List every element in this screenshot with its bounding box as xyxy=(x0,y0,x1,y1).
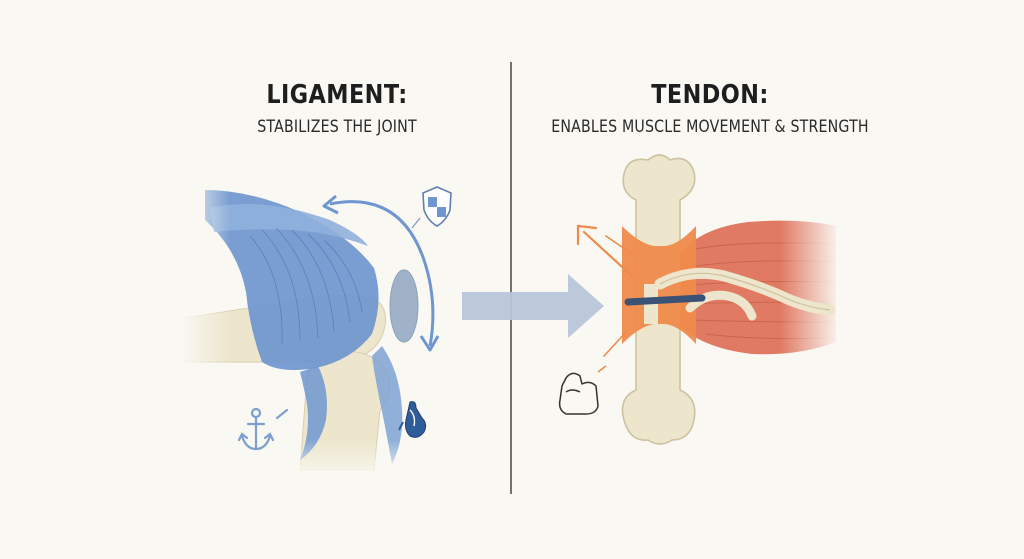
rotation-arrow xyxy=(329,200,435,347)
ligament-side-band xyxy=(372,346,403,464)
ligament-title: LIGAMENT: xyxy=(266,80,408,110)
ligament-subtitle: STABILIZES THE JOINT xyxy=(257,117,417,136)
force-lines xyxy=(603,235,633,357)
flexed-arm-icon xyxy=(558,365,607,415)
shield-icon xyxy=(411,186,452,229)
transition-arrow xyxy=(462,274,604,338)
insertion-pin xyxy=(624,294,706,306)
kneecap xyxy=(389,269,419,343)
tendon-subtitle: ENABLES MUSCLE MOVEMENT & STRENGTH xyxy=(551,117,869,136)
muscle-tendon-illustration xyxy=(621,154,840,445)
ligament-lower-band xyxy=(300,366,327,460)
anchor-icon xyxy=(237,407,289,451)
ligament-upper-band xyxy=(210,204,368,246)
tendon-title: TENDON: xyxy=(651,80,769,110)
pull-arrow xyxy=(576,224,634,278)
knee-joint-illustration xyxy=(180,180,420,480)
ankle-joint-icon xyxy=(398,401,427,438)
